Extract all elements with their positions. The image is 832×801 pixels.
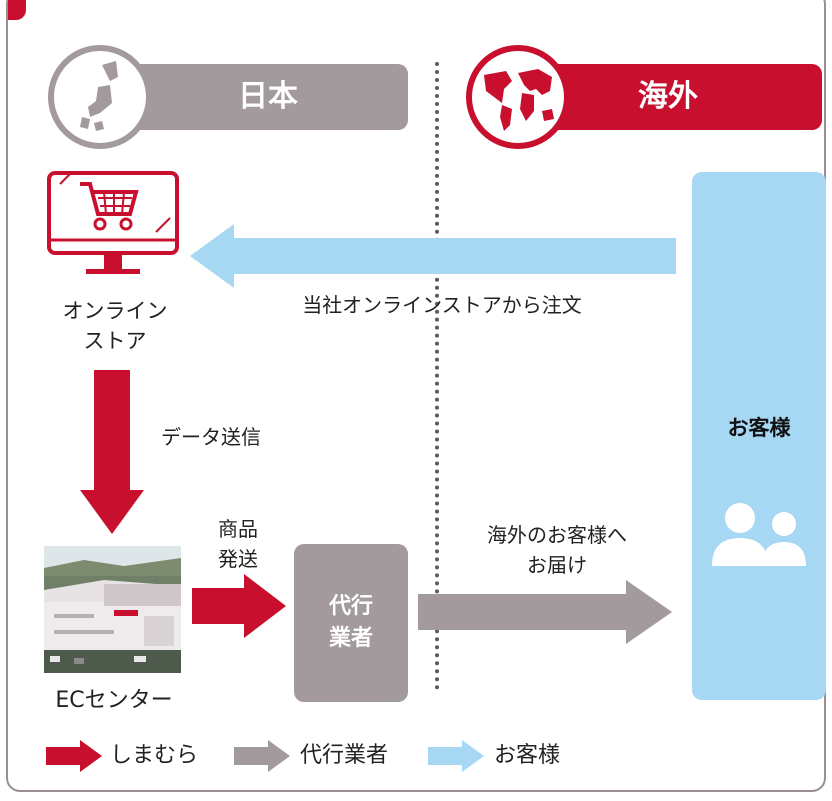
legend-agent-arrow xyxy=(234,740,290,772)
legend-shimamura-label: しまむら xyxy=(110,743,199,768)
order-arrow xyxy=(190,224,676,288)
data-transfer-arrow xyxy=(80,370,144,534)
overseas-circle xyxy=(466,45,570,149)
japan-circle xyxy=(48,45,152,149)
agent-label: 代行 業者 xyxy=(328,594,373,651)
customers-icon xyxy=(712,503,806,566)
agent-box: 代行 業者 xyxy=(294,544,408,702)
japan-label: 日本 xyxy=(238,79,298,114)
overseas-label: 海外 xyxy=(638,79,698,114)
corner-tab xyxy=(8,0,26,20)
japan-map-icon xyxy=(80,61,118,131)
deliver-overseas-label: 海外のお客様へ お届け xyxy=(487,523,627,577)
ship-products-label: 商品 発送 xyxy=(218,517,258,571)
world-map-icon xyxy=(484,69,554,131)
ec-center-photo xyxy=(44,546,181,673)
ec-center-label: ECセンター xyxy=(55,688,173,713)
shopping-cart-monitor-icon xyxy=(47,171,179,274)
legend-agent-label: 代行業者 xyxy=(300,743,389,768)
legend-customer-arrow xyxy=(428,740,484,772)
legend-shimamura-arrow xyxy=(46,740,102,772)
customers-label: お客様 xyxy=(727,416,791,440)
online-store-label: オンライン ストア xyxy=(62,299,168,353)
data-transfer-label: データ送信 xyxy=(161,425,261,449)
deliver-overseas-arrow xyxy=(418,580,672,644)
japan-header: 日本 xyxy=(112,64,408,130)
overseas-header: 海外 xyxy=(520,64,822,130)
customers-box: お客様 xyxy=(692,172,826,700)
ship-products-arrow xyxy=(192,574,286,638)
order-label: 当社オンラインストアから注文 xyxy=(302,293,582,317)
region-divider xyxy=(435,62,439,690)
legend-customer-label: お客様 xyxy=(494,743,561,768)
